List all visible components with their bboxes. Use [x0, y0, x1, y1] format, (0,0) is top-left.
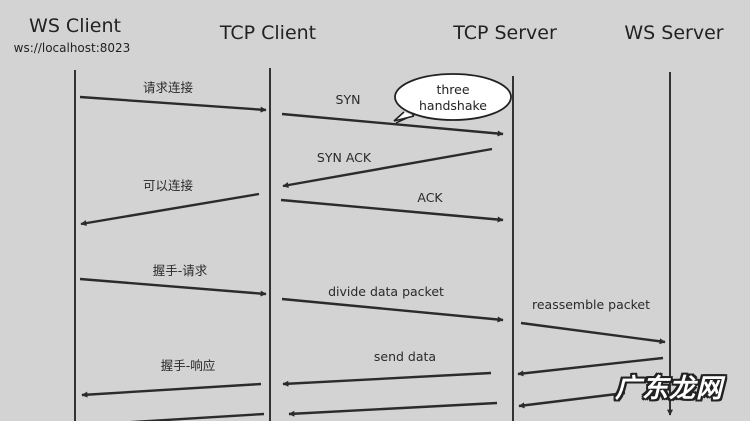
message-label: 握手-请求 [153, 263, 208, 278]
message-arrow [288, 401, 498, 417]
message-label: SYN ACK [317, 150, 372, 165]
actor-tcp-client-title: TCP Client [219, 22, 316, 44]
message-arrow [282, 147, 493, 189]
actor-ws-client-title: WS Client [29, 15, 121, 37]
message-label: send data [374, 349, 436, 364]
message-12 [518, 391, 626, 409]
callout-bubble [394, 73, 512, 121]
watermark-logo: 广东龙网 [615, 374, 724, 404]
message-3: SYN ACK [282, 147, 493, 189]
message-arrow [129, 412, 265, 421]
message-arrow [282, 371, 492, 387]
message-4: 可以连接 [80, 178, 260, 227]
message-14 [129, 412, 265, 421]
message-9 [517, 356, 664, 377]
actor-ws-client-address: ws://localhost:8023 [14, 41, 131, 55]
message-arrow [517, 356, 664, 377]
message-label: 握手-响应 [161, 358, 216, 373]
message-7: divide data packet [281, 284, 504, 323]
callout-line-2: handshake [419, 98, 487, 113]
message-6: 握手-请求 [79, 263, 267, 297]
message-arrow [81, 382, 262, 398]
callout-pointer [393, 111, 415, 122]
message-13 [288, 401, 498, 417]
message-1: 请求连接 [79, 80, 267, 113]
message-arrow [280, 198, 504, 223]
message-label: reassemble packet [532, 297, 650, 312]
message-arrow [80, 192, 260, 227]
message-label: ACK [417, 190, 443, 205]
message-arrow [281, 297, 504, 323]
message-8: reassemble packet [520, 297, 666, 345]
message-arrow [79, 277, 267, 297]
message-5: ACK [280, 190, 504, 223]
message-arrow [281, 112, 504, 137]
message-label: 可以连接 [143, 178, 194, 193]
callout-line-1: three [436, 82, 469, 97]
actor-tcp-server-title: TCP Server [452, 22, 557, 44]
actor-ws-server-title: WS Server [624, 22, 723, 44]
message-label: 请求连接 [143, 80, 194, 95]
message-2: SYN [281, 92, 504, 137]
message-arrow [520, 321, 666, 345]
message-arrow [79, 95, 267, 113]
message-10: send data [282, 349, 492, 387]
message-arrow [518, 391, 626, 409]
three-handshake-callout: three handshake [393, 73, 512, 124]
message-label: SYN [336, 92, 361, 107]
message-label: divide data packet [328, 284, 444, 299]
message-11: 握手-响应 [81, 358, 262, 398]
